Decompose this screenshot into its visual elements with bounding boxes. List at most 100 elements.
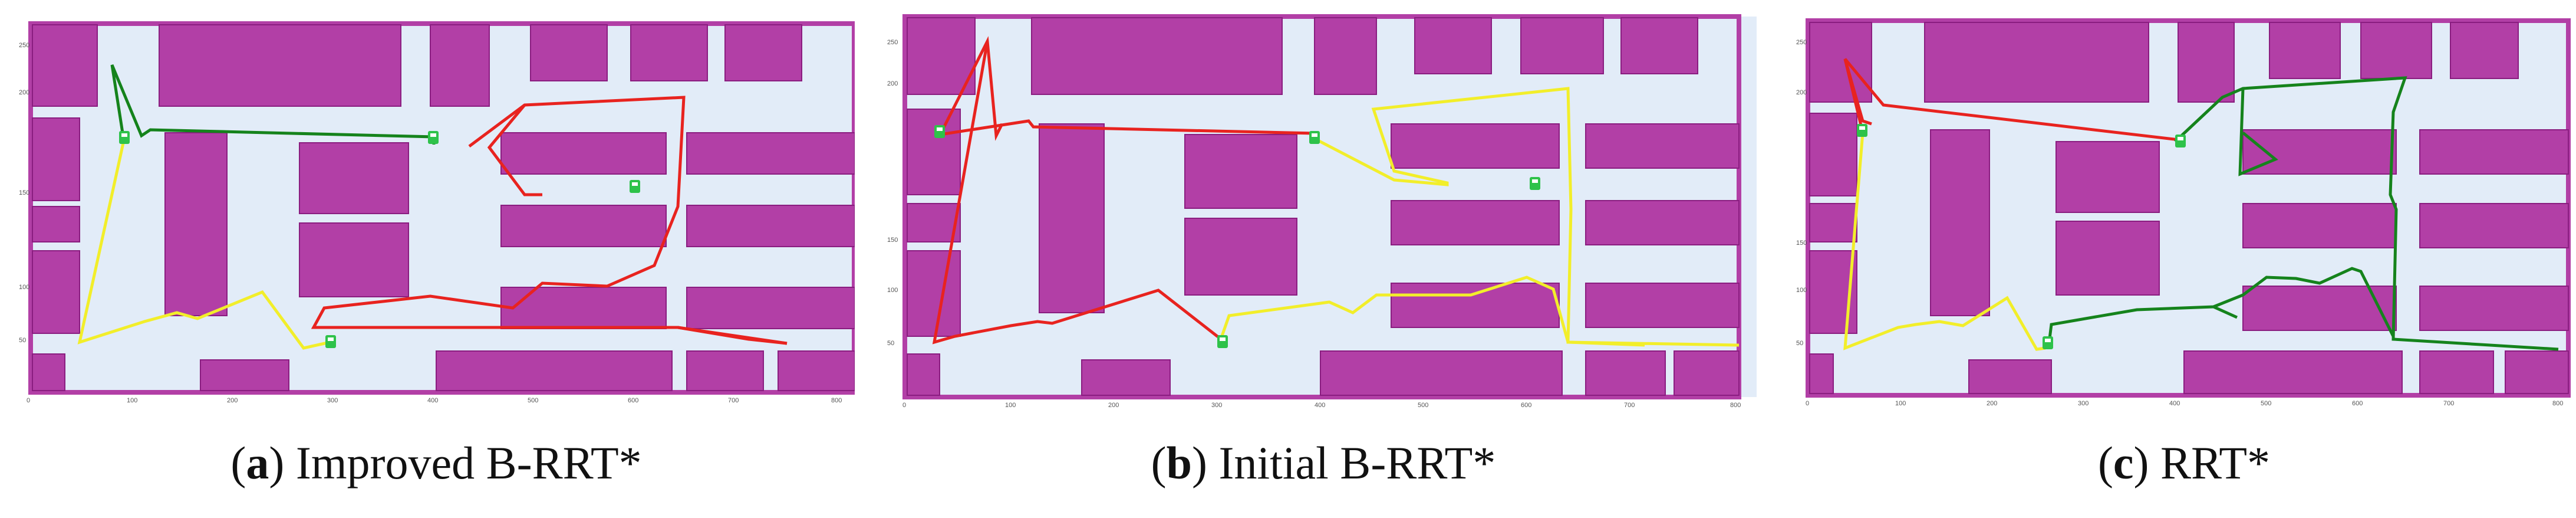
x-tick-label: 200	[1987, 400, 1997, 407]
y-tick-label: 250	[1796, 39, 1807, 46]
obstacle	[1585, 123, 1740, 169]
x-tick-label: 700	[2443, 400, 2454, 407]
y-tick-label: 100	[19, 284, 29, 291]
map-b: 250 200 150 100 50 0 100 200 300 400 500…	[887, 14, 1757, 409]
map-plot-b: 250 200 150 100 50 0 100 200 300 400 500…	[887, 14, 1757, 409]
x-tick-label: 500	[2261, 400, 2271, 407]
obstacle	[2505, 350, 2569, 394]
obstacle	[1184, 218, 1297, 296]
obstacle	[1031, 17, 1283, 95]
obstacle	[1809, 113, 1857, 196]
x-axis: 0 100 200 300 400 500 600 700 800	[1806, 400, 2563, 407]
x-tick-label: 800	[1730, 402, 1741, 409]
path-red	[938, 36, 1004, 141]
path-red	[677, 326, 788, 345]
obstacle	[2242, 286, 2397, 331]
map-plot-a: 250 200 150 100 50 0 100 200 300 400 500…	[19, 21, 855, 404]
y-tick-label: 50	[887, 340, 894, 347]
obstacle	[2269, 22, 2341, 79]
y-axis: 250 200 150 100 50	[1796, 39, 1807, 347]
obstacle	[500, 205, 667, 247]
x-tick-label: 600	[628, 397, 638, 404]
obstacle	[2183, 350, 2403, 394]
caption-c: (c) RRT*	[2097, 437, 2271, 489]
caption-a: (a) Improved B-RRT*	[230, 437, 642, 489]
obstacle	[907, 250, 961, 337]
obstacle	[1930, 129, 1990, 316]
charging-station-icon	[1857, 124, 1867, 137]
obstacle	[1391, 200, 1560, 245]
path-red	[487, 104, 542, 196]
y-tick-label: 200	[887, 80, 898, 87]
charging-station-icon	[630, 180, 640, 193]
x-tick-label: 400	[2169, 400, 2180, 407]
y-tick-label: 100	[887, 287, 898, 294]
panel-c: 250 200 150 100 50 0 100 200 300 400 500…	[1795, 0, 2573, 489]
obstacle	[32, 24, 98, 107]
obstacle	[2055, 141, 2160, 213]
charging-station-icon	[1309, 131, 1320, 144]
path-yellow	[1218, 276, 1645, 347]
obstacle	[686, 132, 855, 175]
x-tick-label: 0	[27, 397, 30, 404]
obstacle	[2419, 350, 2494, 394]
obstacle	[1320, 350, 1563, 396]
caption-text: Initial B-RRT*	[1218, 437, 1496, 489]
y-tick-label: 50	[19, 337, 26, 344]
caption-letter: b	[1166, 437, 1193, 489]
obstacle	[907, 203, 961, 242]
obstacle	[630, 24, 708, 81]
x-tick-label: 400	[1315, 402, 1325, 409]
obstacle	[1391, 123, 1560, 169]
obstacle	[32, 250, 80, 334]
charging-station-icon	[2175, 135, 2186, 147]
panel-b: 250 200 150 100 50 0 100 200 300 400 500…	[881, 0, 1765, 489]
obstacle	[2419, 203, 2569, 248]
caption-letter: a	[246, 437, 269, 489]
x-tick-label: 300	[327, 397, 338, 404]
charging-station-icon	[2043, 336, 2053, 349]
y-tick-label: 200	[19, 89, 29, 96]
x-tick-label: 500	[528, 397, 538, 404]
charging-station-icon	[428, 131, 439, 144]
x-tick-label: 300	[2078, 400, 2089, 407]
obstacle	[1585, 200, 1740, 245]
y-tick-label: 150	[1796, 240, 1807, 247]
x-tick-label: 100	[1005, 402, 1016, 409]
x-tick-label: 100	[1895, 400, 1906, 407]
y-tick-label: 250	[887, 39, 898, 46]
path-yellow	[1313, 87, 1740, 347]
charging-station-icon	[325, 335, 336, 348]
obstacles	[32, 24, 855, 391]
obstacle	[299, 222, 409, 297]
obstacle	[1968, 359, 2052, 394]
y-tick-label: 50	[1796, 340, 1803, 347]
obstacle	[164, 132, 228, 316]
x-tick-label: 0	[902, 402, 906, 409]
obstacle	[299, 142, 409, 214]
obstacle	[159, 24, 401, 107]
obstacle	[436, 350, 673, 391]
obstacle	[1414, 17, 1492, 74]
obstacle	[1809, 353, 1834, 394]
path-red	[311, 96, 788, 345]
obstacle	[2450, 22, 2519, 79]
map-c: 250 200 150 100 50 0 100 200 300 400 500…	[1796, 18, 2571, 407]
x-tick-label: 800	[831, 397, 842, 404]
obstacle	[907, 353, 940, 396]
caption-text: Improved B-RRT*	[295, 437, 642, 489]
charging-station-icon	[934, 125, 945, 138]
x-tick-label: 200	[227, 397, 238, 404]
x-tick-label: 800	[2552, 400, 2563, 407]
obstacle	[2178, 22, 2235, 103]
x-tick-label: 100	[127, 397, 137, 404]
y-axis: 250 200 150 100 50	[887, 39, 898, 347]
obstacle	[32, 353, 65, 391]
obstacle	[1585, 350, 1666, 396]
obstacle	[2055, 221, 2160, 296]
map-plot-c: 250 200 150 100 50 0 100 200 300 400 500…	[1796, 18, 2571, 407]
obstacle	[1520, 17, 1604, 74]
obstacle	[32, 117, 80, 201]
obstacle	[2242, 203, 2397, 248]
path-green	[2212, 305, 2238, 319]
